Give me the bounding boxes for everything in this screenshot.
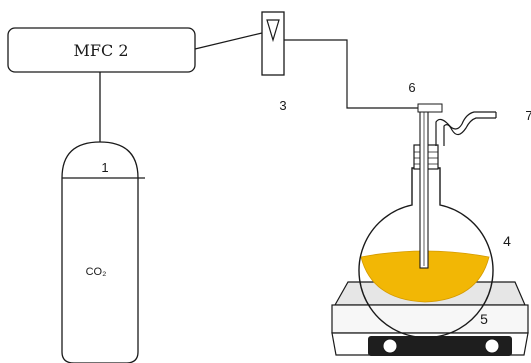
mfc-to-flowmeter-line	[194, 32, 263, 50]
label-1: 1	[101, 160, 108, 175]
flowmeter-to-flask-line	[284, 39, 418, 109]
round-bottom-flask	[358, 103, 497, 339]
cylinder-label: CO₂	[86, 266, 107, 278]
label-6: 6	[408, 80, 415, 95]
flowmeter-float-icon	[266, 19, 280, 43]
gas-inlet-tube	[417, 103, 443, 113]
label-4: 4	[503, 233, 511, 249]
co2-cylinder: CO₂	[61, 141, 145, 363]
flask-liquid	[360, 250, 490, 303]
label-5: 5	[480, 311, 488, 327]
stirrer-knob-right	[484, 338, 500, 354]
mfc-label: MFC 2	[74, 41, 129, 60]
mass-flow-controller: MFC 2	[7, 27, 196, 73]
label-7: 7	[525, 108, 531, 123]
label-3: 3	[279, 98, 286, 113]
stirrer-control-panel	[368, 336, 512, 356]
stirrer-knob-left	[382, 338, 398, 354]
gas-outlet-tube	[435, 111, 496, 146]
flowmeter	[261, 11, 285, 76]
